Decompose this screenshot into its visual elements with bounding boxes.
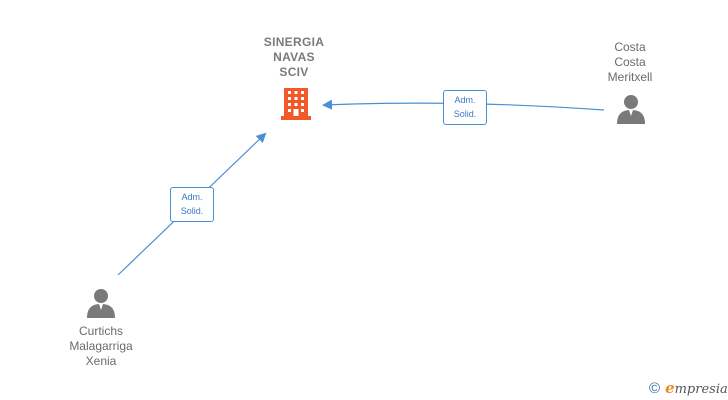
person-name-line: Costa (614, 55, 646, 69)
relation-label-line: Solid. (180, 206, 204, 216)
brand-logo[interactable]: empresia (665, 379, 728, 397)
person-name-line: Curtichs (78, 324, 123, 338)
person-name-line: Malagarriga (69, 339, 133, 353)
company-name: SINERGIA NAVAS SCIV (244, 35, 344, 80)
relation-label-line: Adm. (181, 192, 203, 202)
person-icon[interactable] (86, 288, 116, 318)
person-icon[interactable] (616, 94, 646, 124)
person-name-curtichs: Curtichs Malagarriga Xenia (56, 324, 146, 369)
relation-label-line: Adm. (454, 95, 476, 105)
building-icon[interactable] (281, 86, 311, 120)
person-name-line: Meritxell (607, 70, 653, 84)
person-name-costa: Costa Costa Meritxell (595, 40, 665, 85)
brand-initial: e (665, 379, 675, 397)
copyright-icon: © (649, 379, 661, 397)
brand-name: mpresia (674, 382, 728, 397)
company-name-line-3: SCIV (279, 65, 309, 79)
company-name-line-2: NAVAS (273, 50, 315, 64)
person-name-line: Xenia (85, 354, 117, 368)
footer-brand: © empresia (649, 378, 728, 398)
person-name-line: Costa (614, 40, 646, 54)
relation-badge-curtichs[interactable]: Adm. Solid. (170, 187, 214, 222)
relation-label-line: Solid. (453, 109, 477, 119)
relation-badge-costa[interactable]: Adm. Solid. (443, 90, 487, 125)
company-name-line-1: SINERGIA (263, 35, 325, 49)
